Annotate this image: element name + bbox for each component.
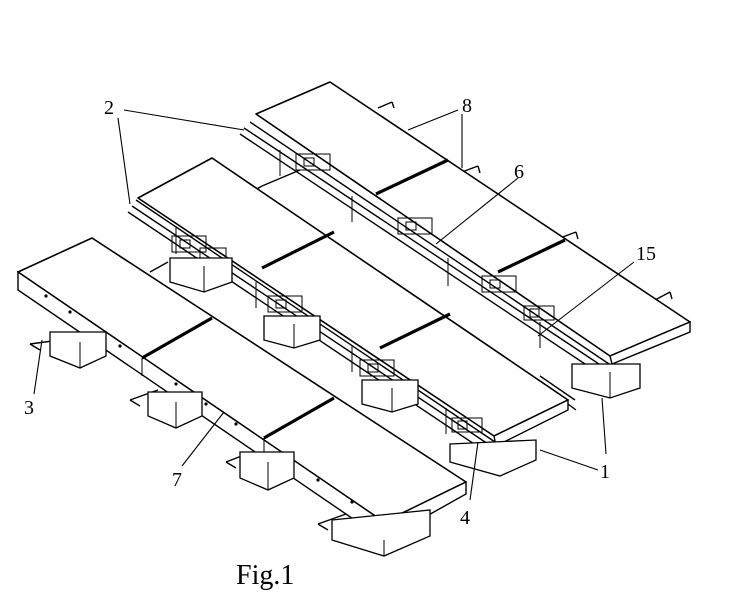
label-3: 3	[24, 397, 34, 419]
back-row	[239, 81, 691, 399]
figure-caption: Fig.1	[236, 560, 294, 591]
label-15: 15	[636, 243, 656, 265]
label-2: 2	[104, 97, 114, 119]
label-8: 8	[462, 95, 472, 117]
middle-row	[127, 157, 577, 477]
front-row	[17, 237, 467, 557]
label-1: 1	[600, 461, 610, 483]
label-7: 7	[172, 469, 182, 491]
label-4: 4	[460, 507, 470, 529]
label-6: 6	[514, 161, 524, 183]
leader-lines	[33, 109, 635, 501]
